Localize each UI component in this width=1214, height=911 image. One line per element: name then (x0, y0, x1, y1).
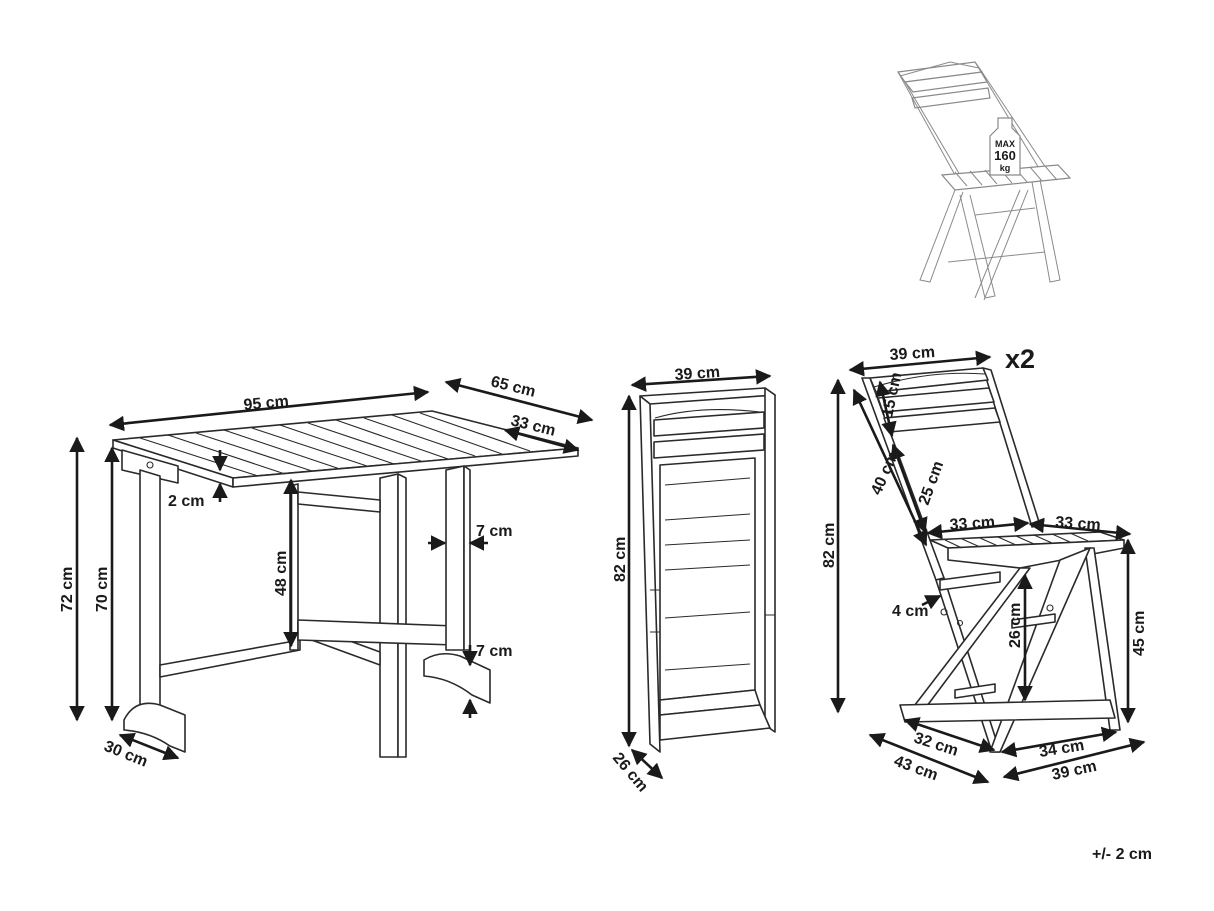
chair-rail-label: 4 cm (892, 603, 928, 620)
chair-back-panel-label: 25 cm (916, 459, 947, 507)
folded-chair-depth-label: 26 cm (609, 750, 651, 796)
tolerance-note: +/- 2 cm (1092, 846, 1152, 863)
reference-chair-illustration: MAX 160 kg (896, 61, 1072, 301)
table-frame-height-label: 70 cm (94, 567, 111, 612)
table-top-thickness-label: 2 cm (168, 493, 204, 510)
folded-chair-height-label: 82 cm (612, 537, 629, 582)
table-foot-height-label: 7 cm (476, 643, 512, 660)
chair-back-width-label: 39 cm (889, 344, 935, 364)
chair-depth-total-label: 43 cm (892, 753, 940, 784)
table-leg-width-label: 7 cm (476, 523, 512, 540)
open-chair-drawing (861, 367, 1125, 753)
quantity-multiplier: x2 (1005, 344, 1035, 374)
max-load-label: MAX (995, 139, 1015, 149)
chair-height-label: 82 cm (821, 523, 838, 568)
table-width-label: 65 cm (489, 373, 537, 400)
max-load-value: 160 (994, 148, 1016, 163)
chair-seat-depth-front-label: 33 cm (1055, 514, 1101, 534)
max-load-unit: kg (1000, 163, 1011, 173)
table-total-height-label: 72 cm (59, 567, 76, 612)
chair-width-total-label: 39 cm (1050, 758, 1098, 784)
chair-seat-clearance-label: 26 cm (1007, 603, 1024, 648)
table-length-label: 95 cm (243, 393, 290, 414)
folded-chair-dimensions: 39 cm 82 cm 26 cm (609, 364, 772, 796)
table-knee-height-label: 48 cm (273, 551, 290, 596)
table-drawing (112, 410, 579, 758)
table-dimensions: 95 cm 65 cm 33 cm 2 cm 7 cm 7 cm 72 cm 7… (59, 373, 594, 771)
chair-seat-depth-rear-label: 33 cm (949, 514, 995, 534)
chair-seat-height-label: 45 cm (1131, 611, 1148, 656)
folded-chair-width-label: 39 cm (674, 364, 720, 384)
chair-footprint-front-label: 34 cm (1038, 737, 1085, 761)
folded-chair-drawing (639, 387, 776, 753)
